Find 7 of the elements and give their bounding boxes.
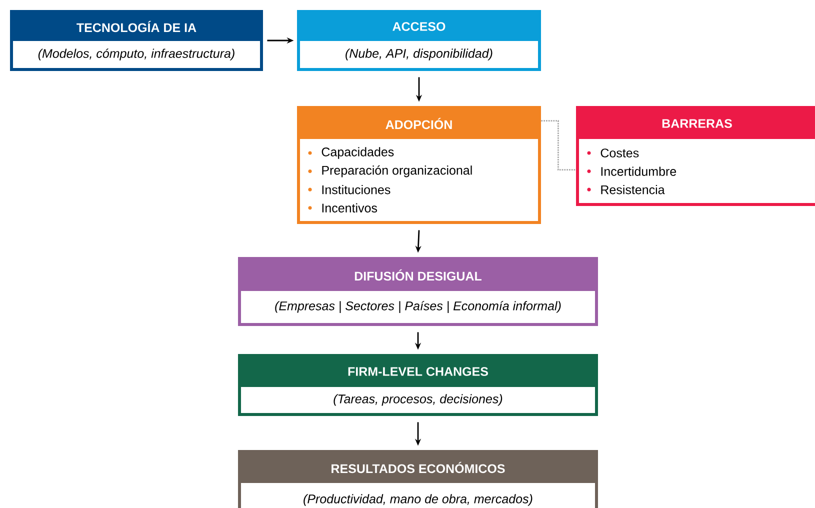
process-box: ADOPCIÓN Capacidades Preparación organizacional Instituciones Incentivos (297, 106, 541, 224)
process-box: ACCESO (Nube, API, disponibilidad) (297, 10, 541, 71)
process-box: FIRM-LEVEL CHANGES (Tareas, procesos, decisiones) (238, 354, 598, 416)
process-box: TECNOLOGÍA DE IA (Modelos, cómputo, infraestructura) (10, 10, 263, 71)
process-box: BARRERAS Costes Incertidumbre Resistencia (576, 106, 815, 206)
process-box: DIFUSIÓN DESIGUAL (Empresas | Sectores | Países | Economía informal) (238, 257, 598, 326)
process-box: RESULTADOS ECONÓMICOS (Productividad, mano de obra, mercados) (238, 450, 598, 508)
